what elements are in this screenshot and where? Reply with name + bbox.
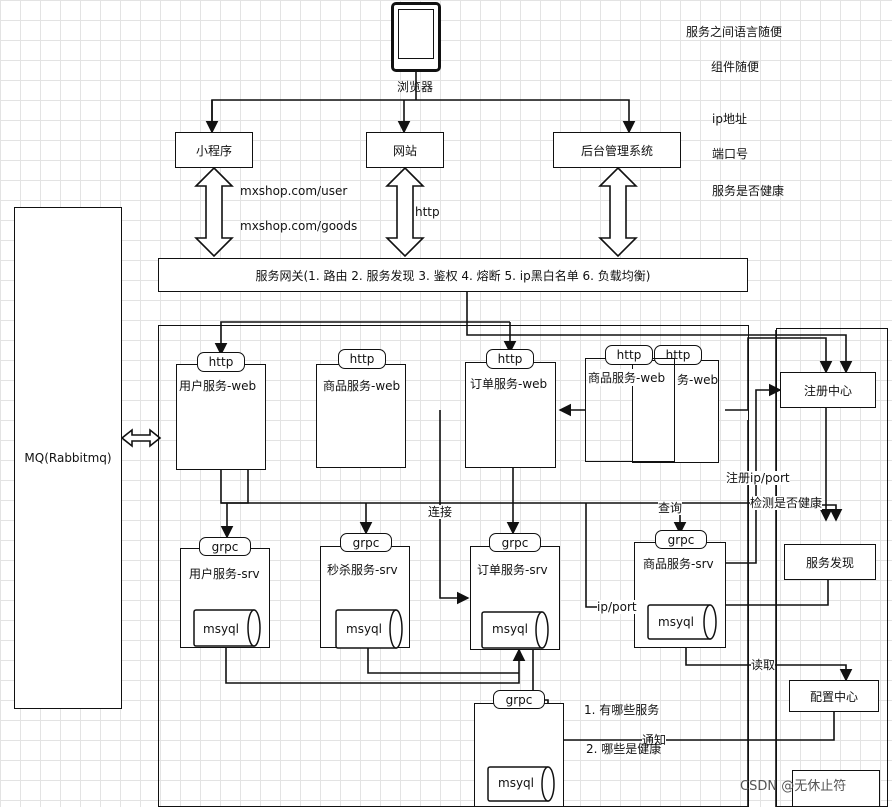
discovery-box: 服务发现 (784, 544, 876, 580)
edge-query: 查询 (658, 501, 683, 515)
srv-bottom-tab: grpc (493, 690, 545, 709)
url-http: http (415, 205, 440, 219)
note-language: 服务之间语言随便 (686, 25, 783, 39)
registry-label: 注册中心 (803, 383, 852, 398)
mq-box: MQ(Rabbitmq) (14, 207, 122, 709)
client-admin-label: 后台管理系统 (580, 143, 653, 158)
srv-seckill-tab: grpc (340, 533, 392, 552)
srv-seckill-label: 秒杀服务-srv (327, 563, 398, 577)
web-goods-3-label: 务-web (677, 373, 719, 387)
web-goods-2-tab: http (605, 345, 653, 365)
arrow-mq (120, 428, 162, 448)
web-goods-3-tab: http (654, 345, 702, 365)
edge-connect: 连接 (428, 505, 453, 519)
db-goods-label: msyql (658, 615, 694, 629)
gateway-label: 服务网关(1. 路由 2. 服务发现 3. 鉴权 4. 熔断 5. ip黑白名单… (255, 268, 651, 283)
web-goods-2-label: 商品服务-web (588, 369, 666, 386)
web-user-tab: http (197, 352, 245, 372)
watermark: CSDN @无休止符 (740, 779, 847, 794)
web-order: 订单服务-web (465, 362, 556, 468)
edge-which-healthy: 2. 哪些是健康 (586, 742, 662, 756)
edge-ipport: ip/port (597, 600, 637, 614)
db-bottom-label: msyql (498, 776, 534, 790)
infra-box-partial (792, 770, 880, 807)
url-user: mxshop.com/user (240, 184, 348, 198)
db-user-cylinder (193, 609, 261, 647)
arrow-miniapp-gateway (194, 166, 234, 258)
srv-user-tab: grpc (199, 537, 251, 556)
discovery-label: 服务发现 (805, 555, 854, 570)
arrow-admin-gateway (598, 166, 638, 258)
db-order-label: msyql (492, 622, 528, 636)
srv-user-label: 用户服务-srv (189, 567, 260, 581)
arrow-website-gateway (385, 166, 425, 258)
web-user-label: 用户服务-web (179, 379, 257, 393)
note-health: 服务是否健康 (712, 184, 785, 198)
config-box: 配置中心 (789, 680, 879, 712)
edge-notify: 通知 (642, 733, 667, 747)
edge-which-services: 1. 有哪些服务 (584, 703, 660, 717)
client-miniapp-label: 小程序 (195, 143, 232, 158)
edge-read: 读取 (751, 658, 776, 672)
web-order-tab: http (486, 349, 534, 369)
url-goods: mxshop.com/goods (240, 219, 358, 233)
web-order-label: 订单服务-web (470, 377, 548, 391)
srv-goods-tab: grpc (655, 530, 707, 549)
edge-health-check: 检测是否健康 (750, 496, 823, 510)
db-seckill-cylinder (335, 609, 403, 649)
db-bottom-cylinder (487, 766, 555, 802)
note-component: 组件随便 (711, 60, 760, 74)
browser-label: 浏览器 (397, 80, 434, 94)
client-miniapp: 小程序 (175, 132, 253, 168)
web-goods: 商品服务-web (316, 364, 406, 468)
mq-label: MQ(Rabbitmq) (24, 451, 112, 465)
srv-order-label: 订单服务-srv (477, 563, 548, 577)
browser-device (391, 2, 441, 72)
web-goods-tab: http (338, 349, 386, 369)
registry-box: 注册中心 (780, 372, 876, 408)
db-goods-cylinder (647, 604, 717, 640)
note-port: 端口号 (712, 147, 749, 161)
db-seckill-label: msyql (346, 622, 382, 636)
db-order-cylinder (481, 611, 549, 649)
web-user: 用户服务-web (176, 364, 266, 470)
note-ip: ip地址 (712, 112, 747, 126)
config-label: 配置中心 (809, 689, 858, 704)
service-gateway: 服务网关(1. 路由 2. 服务发现 3. 鉴权 4. 熔断 5. ip黑白名单… (158, 258, 748, 292)
client-admin: 后台管理系统 (553, 132, 681, 168)
client-website: 网站 (366, 132, 444, 168)
edge-register-ipport: 注册ip/port (726, 471, 790, 485)
client-website-label: 网站 (392, 143, 417, 158)
srv-goods-label: 商品服务-srv (643, 557, 714, 571)
db-user-label: msyql (203, 622, 239, 636)
web-goods-label: 商品服务-web (323, 379, 401, 393)
srv-order-tab: grpc (489, 533, 541, 552)
